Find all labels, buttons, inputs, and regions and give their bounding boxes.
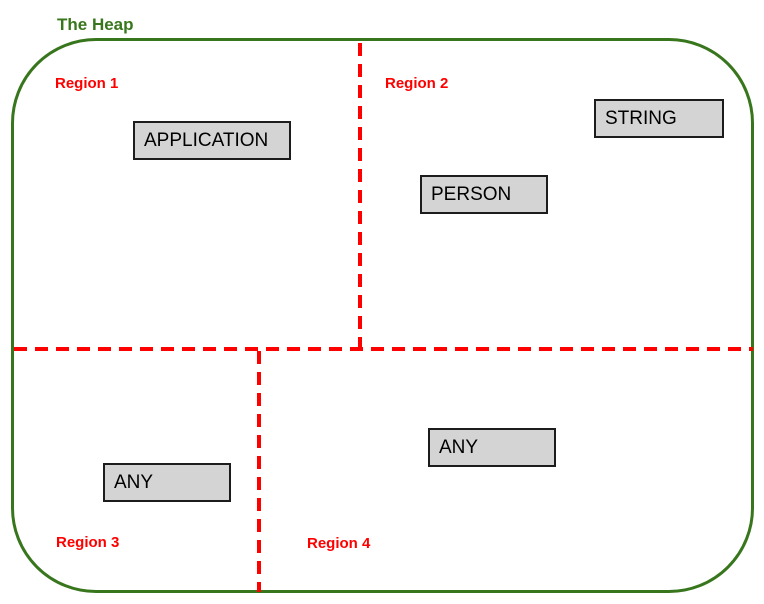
region-divider-horizontal	[14, 347, 753, 351]
region-2-label: Region 2	[385, 75, 449, 92]
heap-object-any-region4: ANY	[428, 428, 556, 467]
region-3-label: Region 3	[56, 534, 120, 551]
region-divider-vertical-top	[358, 43, 362, 349]
heap-object-application: APPLICATION	[133, 121, 291, 160]
heap-title: The Heap	[57, 15, 134, 34]
heap-object-any-region3: ANY	[103, 463, 231, 502]
region-divider-vertical-bottom	[257, 351, 261, 592]
region-1-label: Region 1	[55, 75, 119, 92]
heap-boundary-outline	[11, 38, 754, 593]
region-4-label: Region 4	[307, 535, 371, 552]
heap-object-person: PERSON	[420, 175, 548, 214]
heap-object-string: STRING	[594, 99, 724, 138]
